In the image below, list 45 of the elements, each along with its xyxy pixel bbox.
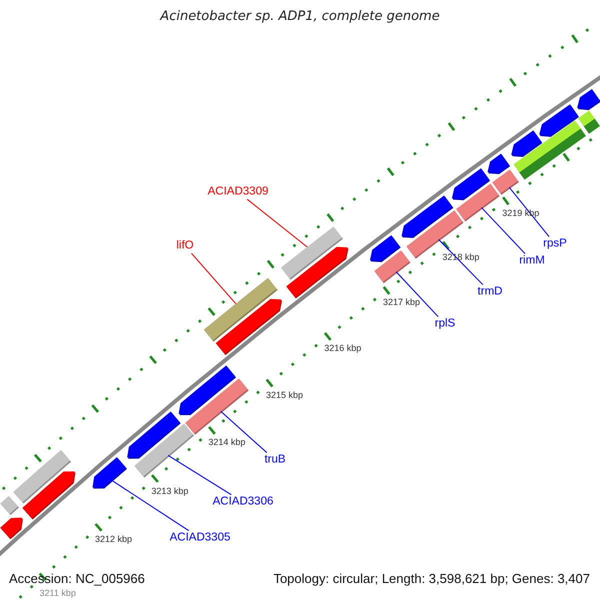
gene-label: rplS — [434, 318, 456, 330]
gene-pointed-block — [452, 168, 490, 200]
scale-label: 3215 kbp — [266, 391, 304, 401]
leader-line — [190, 252, 236, 304]
gene-block — [280, 226, 343, 280]
gene-pointed-block — [178, 365, 236, 416]
leader-line — [168, 454, 232, 496]
gene-pointed-block — [216, 299, 282, 356]
gene-pointed-block — [370, 235, 401, 262]
gene-label: trmD — [478, 286, 502, 298]
gene-label: lifO — [176, 240, 194, 252]
scale-label: 3214 kbp — [208, 438, 246, 448]
gene-pointed-block — [402, 195, 454, 238]
scale-label: 3216 kbp — [324, 344, 362, 354]
gene-label: truB — [264, 454, 286, 466]
gene-block — [0, 496, 19, 516]
gene-pointed-block — [0, 518, 23, 540]
leader-line — [220, 410, 268, 454]
leader-line — [481, 207, 526, 254]
footer-note: Topology: circular; Length: 3,598,621 bp; Genes: 3,407 — [273, 572, 590, 586]
footer-note: Accession: NC_005966 — [9, 572, 145, 586]
gene-block — [134, 424, 194, 478]
gene-label: ACIAD3309 — [208, 186, 268, 198]
gene-pointed-block — [22, 471, 76, 520]
gene-label: rpsP — [543, 238, 567, 250]
gene-block — [578, 110, 600, 134]
gene-label: ACIAD3306 — [212, 496, 274, 508]
gene-pointed-block — [511, 130, 542, 157]
gene-block — [513, 120, 586, 180]
leader-line — [438, 238, 484, 286]
scale-label: 3213 kbp — [151, 486, 188, 496]
leader-line — [396, 271, 439, 318]
gene-pointed-block — [577, 89, 600, 110]
leader-line — [508, 186, 550, 238]
gene-pointed-block — [539, 104, 579, 137]
map-title: Acinetobacter sp. ADP1, complete genome — [160, 10, 440, 24]
leader-line — [246, 198, 308, 248]
leader-line — [111, 480, 190, 532]
gene-label: rimM — [519, 254, 545, 268]
gene-label: ACIAD3305 — [170, 532, 230, 544]
scale-label: 3211 kbp — [40, 588, 76, 599]
gene-pointed-block — [488, 154, 510, 174]
gene-pointed-block — [92, 457, 127, 489]
scale-label: 3212 kbp — [95, 535, 132, 546]
scale-label: 3217 kbp — [382, 298, 420, 308]
